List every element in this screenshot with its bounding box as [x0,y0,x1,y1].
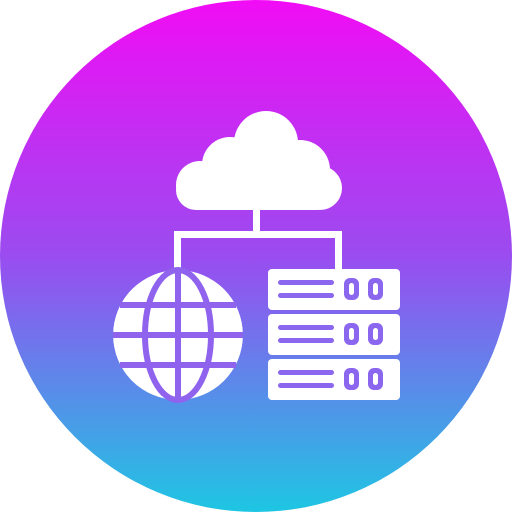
cloud-icon [176,111,342,210]
server-unit-2 [268,314,400,355]
server-unit-3 [268,359,400,400]
connector-lines [174,205,342,271]
server-unit-1 [268,269,400,310]
server-rack-icon [268,269,400,400]
globe-icon [113,267,243,403]
